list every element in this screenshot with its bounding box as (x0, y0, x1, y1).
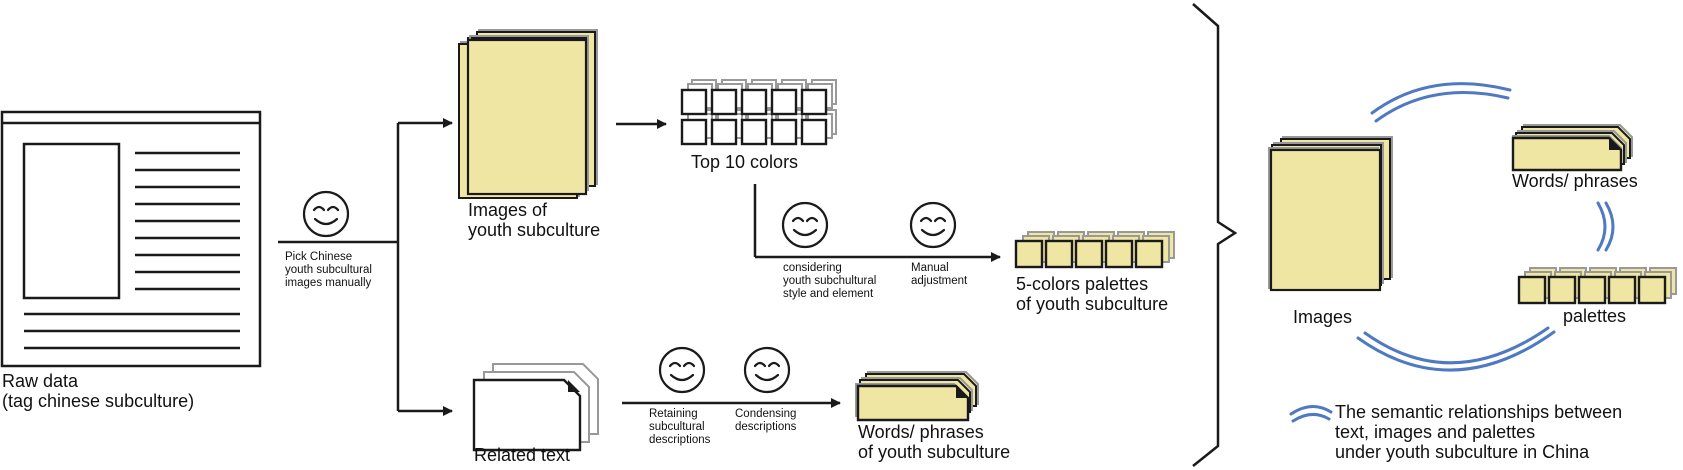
legend-line: The semantic relationships between (1335, 402, 1623, 422)
considering-step-label: considering youth subchultural style and… (783, 262, 876, 302)
images-node-label: Images of youth subculture (468, 200, 600, 240)
condensing-step-line: Condensing (735, 408, 797, 420)
smiley-icon (658, 346, 706, 394)
smiley-icon (302, 190, 350, 238)
top-colors-label: Top 10 colors (691, 152, 799, 172)
words-node-line: Words/ phrases (858, 422, 984, 442)
considering-step-line: youth subchultural (783, 275, 877, 288)
manual-step-label: Manual adjustment (911, 262, 967, 288)
retaining-step-line: subcultural (649, 421, 705, 434)
palettes-node-line: of youth subculture (1016, 294, 1169, 315)
manual-step-line: Manual (911, 262, 949, 274)
pick-step-line: Pick Chinese (285, 251, 353, 263)
words-node-label: Words/ phrases of youth subculture (858, 422, 1010, 462)
retaining-step-line: descriptions (649, 434, 711, 447)
condensing-step-line: descriptions (735, 421, 797, 434)
legend-arc-icon (1289, 405, 1333, 423)
smiley-icon (909, 201, 957, 249)
words-node-line: of youth subculture (858, 442, 1011, 463)
legend-line: text, images and palettes (1335, 422, 1536, 443)
pick-step-label: Pick Chinese youth subcultural images ma… (285, 251, 372, 291)
smiley-icon (743, 346, 791, 394)
relations-words-icon (1511, 124, 1633, 172)
raw-data-document (0, 110, 262, 368)
considering-step-line: considering (783, 262, 842, 274)
images-node-line: Images of (468, 200, 548, 220)
palette-connector (753, 184, 1001, 262)
manual-step-line: adjustment (911, 275, 968, 288)
raw-data-title: Raw data (2, 371, 79, 391)
palette-stack-icon (1014, 231, 1175, 269)
top-colors-grid-icon (680, 79, 837, 146)
related-text-stack-icon (472, 363, 599, 452)
relations-palettes-icon (1517, 267, 1677, 305)
relationship-arcs (1356, 82, 1615, 372)
legend-line: under youth subculture in China (1335, 442, 1590, 463)
relations-images-label: Images (1293, 307, 1353, 327)
branch-connector (278, 118, 453, 416)
images-node-line: youth subculture (468, 220, 601, 241)
relations-images-icon (1268, 136, 1393, 292)
palettes-node-line: 5-colors palettes (1016, 274, 1149, 294)
condensing-step-label: Condensing descriptions (735, 408, 796, 434)
retaining-step-line: Retaining (649, 408, 698, 420)
legend-text: The semantic relationships between text,… (1335, 402, 1622, 462)
relations-words-label: Words/ phrases (1512, 171, 1638, 191)
considering-step-line: style and element (783, 288, 874, 301)
smiley-icon (781, 201, 829, 249)
words-stack-icon (855, 371, 979, 422)
curly-brace (1192, 3, 1238, 467)
pick-step-line: youth subcultural (285, 264, 372, 277)
related-text-label: Related text (474, 445, 571, 465)
raw-data-subtitle: (tag chinese subculture) (2, 391, 195, 412)
retaining-step-label: Retaining subcultural descriptions (649, 408, 710, 448)
pick-step-line: images manually (285, 277, 372, 290)
palettes-node-label: 5-colors palettes of youth subculture (1016, 274, 1168, 314)
images-stack-icon (458, 29, 598, 199)
relations-palettes-label: palettes (1563, 306, 1627, 326)
raw-data-label: Raw data (tag chinese subculture) (2, 371, 194, 411)
